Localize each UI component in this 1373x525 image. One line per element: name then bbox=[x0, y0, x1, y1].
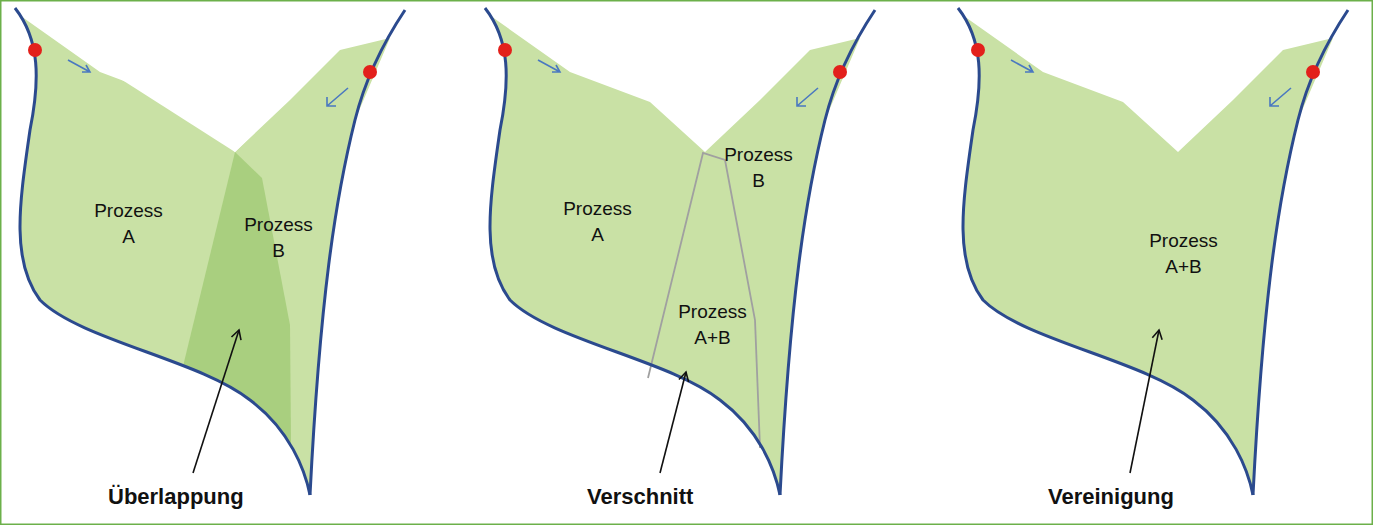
process-area: Prozess A bbox=[557, 192, 638, 252]
process-area: Prozess B bbox=[718, 138, 799, 198]
process-label: Prozess A+B bbox=[678, 299, 747, 350]
process-area: Prozess A bbox=[88, 194, 169, 254]
process-area: Prozess B bbox=[238, 208, 319, 268]
process-label: Prozess B bbox=[244, 212, 313, 263]
operation-label: Überlappung bbox=[108, 484, 244, 510]
process-area: Prozess A+B bbox=[672, 295, 753, 355]
process-label: Prozess A bbox=[563, 196, 632, 247]
operation-label: Verschnitt bbox=[587, 484, 693, 510]
operation-label: Vereinigung bbox=[1048, 484, 1174, 510]
overlap-panel bbox=[0, 0, 440, 525]
process-area: Prozess A+B bbox=[1143, 224, 1224, 284]
union-panel bbox=[958, 8, 1348, 495]
process-label: Prozess A+B bbox=[1149, 228, 1218, 279]
process-label: Prozess A bbox=[94, 198, 163, 249]
intersect-panel bbox=[485, 8, 875, 495]
process-label: Prozess B bbox=[724, 142, 793, 193]
